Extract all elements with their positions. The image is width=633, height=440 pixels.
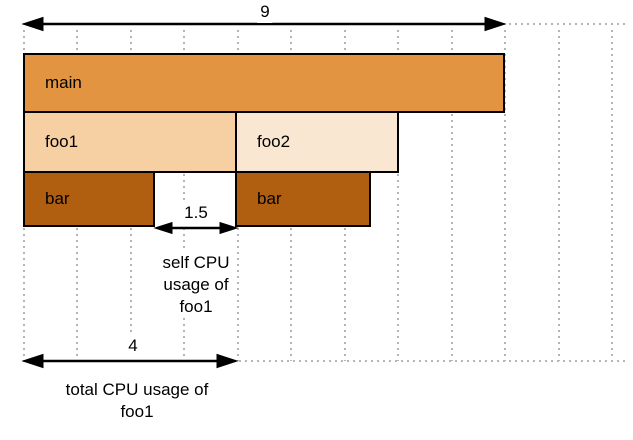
total-foo1-value: 4 bbox=[125, 335, 141, 357]
frame-foo1-label: foo1 bbox=[45, 132, 79, 151]
frame-bar-left: bar bbox=[23, 171, 155, 227]
arrowhead-right-icon bbox=[219, 221, 239, 235]
grid-line bbox=[504, 30, 506, 361]
frame-main-label: main bbox=[45, 73, 82, 92]
total-main-value: 9 bbox=[257, 1, 273, 23]
grid-line bbox=[611, 30, 613, 361]
frame-foo1: foo1 bbox=[23, 111, 237, 173]
grid-line bbox=[183, 30, 185, 361]
frame-bar-right: bar bbox=[235, 171, 371, 227]
arrowhead-left-icon bbox=[153, 221, 173, 235]
frame-bar-right-label: bar bbox=[257, 189, 282, 208]
frame-bar-left-label: bar bbox=[45, 189, 70, 208]
grid-line-horizontal-bottom bbox=[23, 360, 628, 362]
grid-line bbox=[397, 30, 399, 361]
self-foo1-caption: self CPU usage of foo1 bbox=[159, 252, 233, 318]
caption-line: foo1 bbox=[179, 297, 213, 316]
caption-line: self CPU bbox=[162, 253, 230, 272]
grid-line bbox=[558, 30, 560, 361]
arrowhead-right-icon bbox=[216, 353, 239, 369]
grid-line bbox=[451, 30, 453, 361]
self-foo1-value: 1.5 bbox=[181, 202, 211, 224]
caption-line: total CPU usage of bbox=[65, 380, 209, 399]
arrowhead-left-icon bbox=[21, 353, 44, 369]
arrowhead-left-icon bbox=[21, 16, 44, 32]
caption-line: foo1 bbox=[120, 402, 154, 421]
arrowhead-right-icon bbox=[484, 16, 507, 32]
total-foo1-caption: total CPU usage of foo1 bbox=[62, 379, 212, 423]
caption-line: usage of bbox=[163, 275, 229, 294]
frame-foo2-label: foo2 bbox=[257, 132, 291, 151]
frame-foo2: foo2 bbox=[235, 111, 399, 173]
